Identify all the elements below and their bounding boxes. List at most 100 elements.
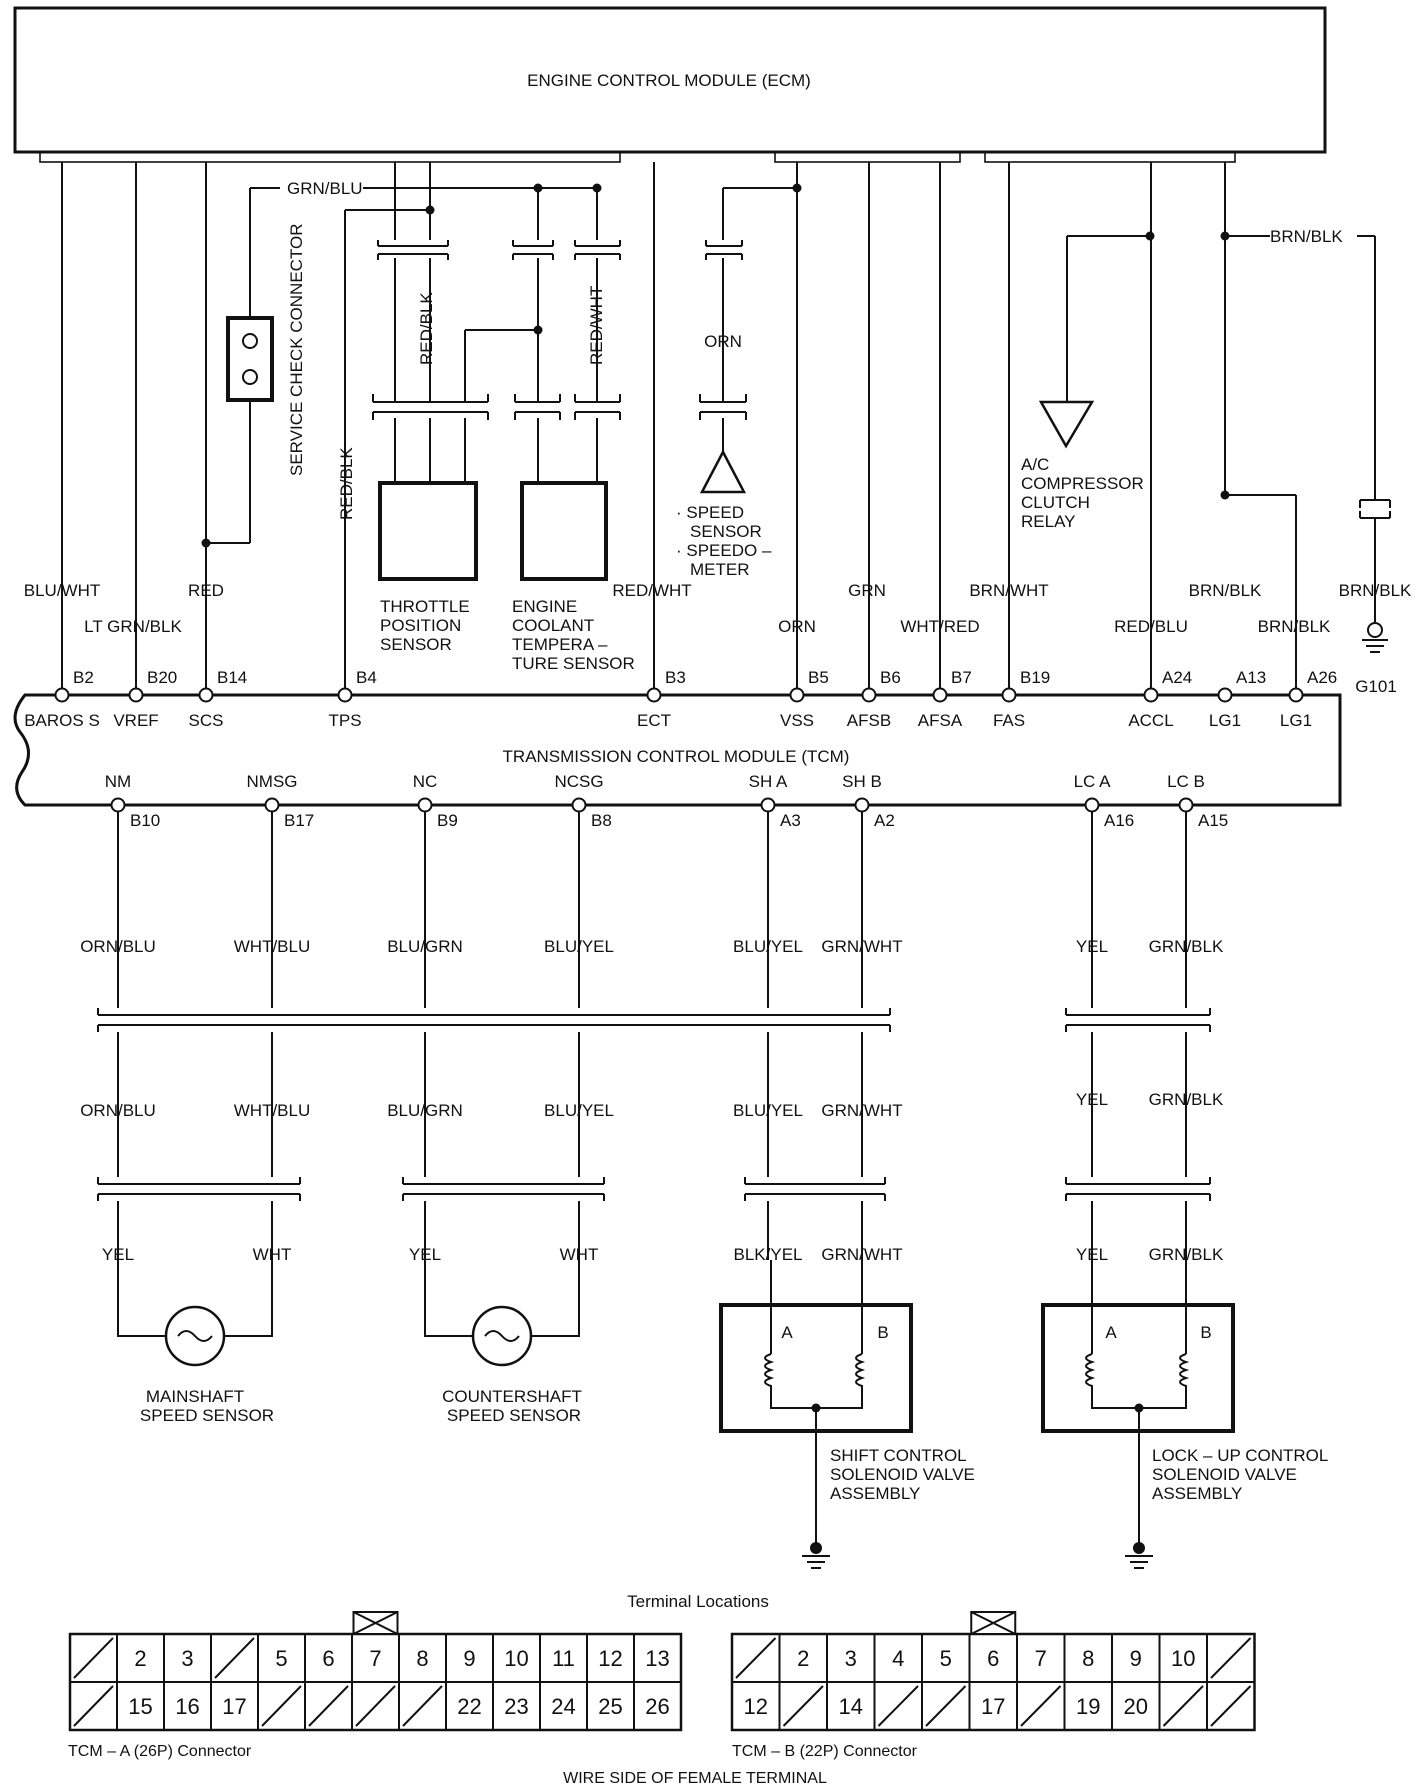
tcm-top-pin-number: B20 <box>147 668 177 687</box>
terminal-number: 17 <box>981 1694 1005 1719</box>
unused-terminal-slash <box>1210 1637 1252 1679</box>
unused-terminal-slash <box>1210 1685 1252 1727</box>
tcm-top-terminal <box>1288 687 1304 703</box>
mainshaft-label-2: SPEED SENSOR <box>140 1406 274 1425</box>
wire-color-label: BLU/YEL <box>544 1101 614 1120</box>
ecm-connector-tabs <box>39 151 1236 163</box>
tcm-top-pin-signal: SCS <box>189 711 224 730</box>
countershaft-speed-sensor <box>471 1305 533 1367</box>
tcm-bottom-pin-number: A2 <box>874 811 895 830</box>
tcm-bottom-pin-number: A16 <box>1104 811 1134 830</box>
terminal-number: 12 <box>598 1646 622 1671</box>
terminal-number: 2 <box>134 1646 146 1671</box>
unused-terminal-slash <box>402 1685 443 1727</box>
wire-orn: ORN <box>778 617 816 636</box>
tcm-bottom-terminal <box>760 797 776 813</box>
unused-terminal-slash <box>355 1685 396 1727</box>
wire-brn-blk-a26: BRN/BLK <box>1258 617 1331 636</box>
countershaft-label-1: COUNTERSHAFT <box>442 1387 582 1406</box>
terminal-number: 4 <box>892 1646 904 1671</box>
tcm-bottom-terminal <box>854 797 870 813</box>
lock-coil-a: A <box>1105 1323 1117 1342</box>
terminal-number: 5 <box>940 1646 952 1671</box>
wire-red-blk-vert: RED/BLK <box>417 292 436 365</box>
terminal-number: 24 <box>551 1694 575 1719</box>
countershaft-label-2: SPEED SENSOR <box>447 1406 581 1425</box>
terminal-number: 8 <box>1082 1646 1094 1671</box>
unused-terminal-slash <box>735 1637 777 1679</box>
vss-label-3: · SPEEDO – <box>676 541 772 560</box>
terminal-number: 17 <box>222 1694 246 1719</box>
wire-red: RED <box>188 581 224 600</box>
unused-terminal-slash <box>308 1685 349 1727</box>
wire-color-label: YEL <box>102 1245 134 1264</box>
terminal-number: 9 <box>463 1646 475 1671</box>
tcm-top-terminal <box>1217 687 1233 703</box>
tcm-bottom-pin-signal: NMSG <box>247 772 298 791</box>
unused-terminal-slash <box>925 1685 967 1727</box>
tcm-top-pin-number: B4 <box>356 668 377 687</box>
wire-color-label: GRN/BLK <box>1149 1245 1224 1264</box>
terminal-number: 23 <box>504 1694 528 1719</box>
tcm-bottom-pin-number: B10 <box>130 811 160 830</box>
wire-color-label: GRN/WHT <box>821 1245 902 1264</box>
mainshaft-label-1: MAINSHAFT <box>146 1387 244 1406</box>
unused-terminal-slash <box>73 1685 114 1727</box>
terminal-number: 9 <box>1130 1646 1142 1671</box>
tcm-top-pin-signal: BAROS S <box>24 711 100 730</box>
lock-up-control-solenoid <box>1041 1260 1235 1569</box>
tcm-bottom-pin-signal: NM <box>105 772 131 791</box>
tcm-top-terminal <box>932 687 948 703</box>
shift-control-solenoid <box>719 1260 913 1569</box>
wire-red-blu: RED/BLU <box>1114 617 1188 636</box>
ecm-wires <box>61 162 1391 695</box>
terminal-number: 6 <box>322 1646 334 1671</box>
wire-brn-blk-top: BRN/BLK <box>1270 227 1343 246</box>
shift-label-2: SOLENOID VALVE <box>830 1465 975 1484</box>
throttle-position-sensor-box <box>378 481 478 581</box>
tcm-bottom-terminal <box>110 797 126 813</box>
tcm-bottom-pin-signal: NCSG <box>554 772 603 791</box>
terminal-number: 13 <box>645 1646 669 1671</box>
service-check-terminal-2 <box>242 369 258 385</box>
tcm-bottom-pin-number: A3 <box>780 811 801 830</box>
vss-label-4: METER <box>690 560 750 579</box>
terminal-number: 14 <box>839 1694 863 1719</box>
wire-grn: GRN <box>848 581 886 600</box>
ac-label-3: CLUTCH <box>1021 493 1090 512</box>
tcm-top-pin-number: B5 <box>808 668 829 687</box>
tcm-top-pin-signal: VSS <box>780 711 814 730</box>
terminal-number: 3 <box>181 1646 193 1671</box>
wire-blu-wht: BLU/WHT <box>24 581 101 600</box>
tcm-top-pin-number: B2 <box>73 668 94 687</box>
lock-label-1: LOCK – UP CONTROL <box>1152 1446 1328 1465</box>
tcm-top-pin-number: B14 <box>217 668 247 687</box>
unused-terminal-slash <box>73 1637 114 1679</box>
wire-color-label: YEL <box>1076 1090 1108 1109</box>
wire-color-label: YEL <box>1076 937 1108 956</box>
connector-lock-cross <box>970 1611 1016 1635</box>
lower-wiring <box>97 1008 1211 1337</box>
unused-terminal-slash <box>214 1637 255 1679</box>
terminal-number: 8 <box>416 1646 428 1671</box>
unused-terminal-slash <box>1020 1685 1062 1727</box>
wire-red-wht: RED/WHT <box>612 581 691 600</box>
wire-color-label: BLU/GRN <box>387 1101 463 1120</box>
wire-orn-vert: ORN <box>704 332 742 351</box>
terminal-number: 5 <box>275 1646 287 1671</box>
tcm-top-pin-signal: TPS <box>328 711 361 730</box>
unused-terminal-slash <box>1162 1685 1204 1727</box>
terminal-number: 6 <box>987 1646 999 1671</box>
terminal-number: 10 <box>504 1646 528 1671</box>
tcm-bottom-terminal <box>264 797 280 813</box>
lock-coil-b: B <box>1200 1323 1211 1342</box>
wire-color-label: BLK/YEL <box>734 1245 803 1264</box>
tcm-top-terminal <box>54 687 70 703</box>
terminal-number: 19 <box>1076 1694 1100 1719</box>
ac-label-2: COMPRESSOR <box>1021 474 1144 493</box>
ect-label-3: TEMPERA – <box>512 635 608 654</box>
